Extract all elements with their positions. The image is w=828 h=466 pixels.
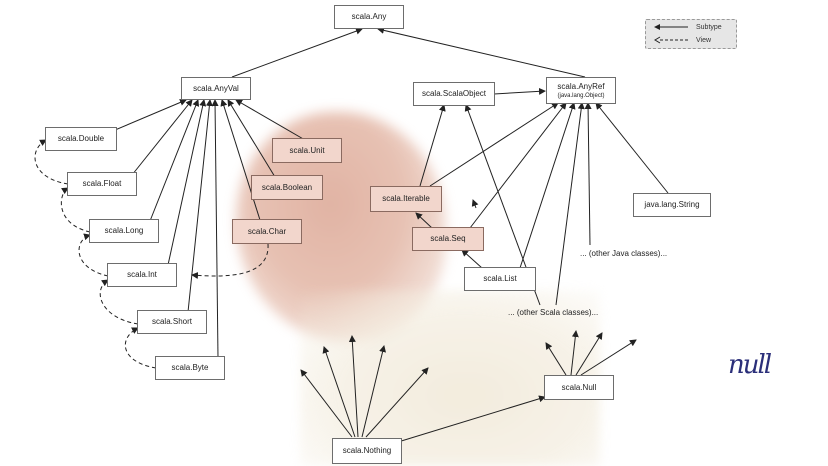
node-scala-unit-label: scala.Unit (289, 145, 325, 155)
node-scala-double-label: scala.Double (57, 134, 105, 143)
node-scala-list-label: scala.List (483, 274, 517, 283)
node-scala-long-label: scala.Long (104, 226, 144, 235)
node-scala-scalaobject[interactable]: scala.ScalaObject (413, 82, 495, 106)
node-scala-char-label: scala.Char (247, 226, 287, 236)
view-long-float (60, 187, 91, 233)
edge-null-4 (580, 339, 637, 376)
edge-list-seq (461, 249, 483, 269)
edge-char-anyval (220, 99, 261, 221)
node-scala-iterable-label: scala.Iterable (382, 194, 430, 203)
node-scala-short-label: scala.Short (151, 317, 193, 326)
legend-subtype-arrow-icon (654, 24, 688, 30)
node-scala-iterable[interactable]: scala.Iterable (370, 186, 442, 212)
view-byte-short (124, 327, 157, 369)
edge-null-2 (570, 330, 579, 376)
label-other-scala-classes: ... (other Scala classes)... (508, 308, 599, 317)
node-scala-nothing[interactable]: scala.Nothing (332, 438, 402, 464)
edge-nothing-null (397, 395, 546, 443)
node-scala-null[interactable]: scala.Null (544, 375, 614, 400)
edge-list-anyref (519, 102, 576, 269)
legend-view-label: View (696, 36, 712, 44)
node-scala-char[interactable]: scala.Char (232, 219, 302, 244)
view-int-long (78, 233, 109, 277)
view-float-double (34, 139, 69, 185)
node-scala-float-label: scala.Float (82, 179, 122, 188)
edge-nothing-2 (322, 346, 356, 438)
edge-scalaobject-anyref (493, 87, 546, 95)
node-scala-seq[interactable]: scala.Seq (412, 227, 484, 251)
node-scala-any[interactable]: scala.Any (334, 5, 404, 29)
node-java-lang-string-label: java.lang.String (644, 200, 700, 209)
node-scala-anyval[interactable]: scala.AnyVal (181, 77, 251, 100)
edge-long-anyval (149, 99, 200, 222)
node-scala-anyref[interactable]: scala.AnyRef (java.lang.Object) (546, 77, 616, 104)
node-scala-anyval-label: scala.AnyVal (193, 83, 239, 93)
edge-short-anyval (187, 99, 213, 313)
legend: Subtype View (645, 19, 737, 49)
edge-double-anyval (107, 99, 187, 134)
node-scala-nothing-label: scala.Nothing (342, 446, 392, 455)
edge-nothing-4 (361, 345, 386, 438)
legend-subtype: Subtype (654, 23, 722, 31)
legend-view: View (654, 36, 711, 44)
edge-byte-anyval (211, 99, 219, 359)
node-scala-int-label: scala.Int (127, 270, 157, 279)
edge-anyval-any (231, 27, 363, 78)
node-scala-boolean[interactable]: scala.Boolean (251, 175, 323, 200)
node-scala-float[interactable]: scala.Float (67, 172, 137, 196)
node-scala-list[interactable]: scala.List (464, 267, 536, 291)
legend-subtype-label: Subtype (696, 23, 722, 31)
node-scala-byte[interactable]: scala.Byte (155, 356, 225, 380)
edge-anyref-any (377, 26, 586, 78)
node-java-lang-string[interactable]: java.lang.String (633, 193, 711, 217)
node-scala-anyref-sublabel: (java.lang.Object) (557, 92, 605, 99)
node-scala-seq-label: scala.Seq (430, 234, 466, 243)
node-scala-boolean-label: scala.Boolean (261, 182, 313, 192)
edge-boolean-anyval (227, 99, 276, 178)
edge-seq-iterable (415, 212, 433, 229)
edge-nothing-5 (365, 367, 429, 438)
view-char-int (191, 243, 269, 279)
edge-seq-cursor (471, 199, 479, 209)
node-scala-long[interactable]: scala.Long (89, 219, 159, 243)
legend-view-arrow-icon (654, 36, 688, 44)
edge-otherjava-anyref (584, 102, 592, 246)
edge-float-anyval (131, 99, 193, 176)
view-short-int (99, 279, 139, 325)
node-scala-unit[interactable]: scala.Unit (272, 138, 342, 163)
edge-null-1 (545, 342, 567, 376)
label-other-java-classes: ... (other Java classes)... (580, 249, 668, 258)
node-scala-any-label: scala.Any (351, 12, 387, 21)
node-scala-byte-label: scala.Byte (171, 363, 209, 372)
node-scala-scalaobject-label: scala.ScalaObject (421, 89, 487, 98)
node-scala-anyref-label: scala.AnyRef (557, 81, 605, 91)
edge-seq-anyref (469, 102, 567, 229)
node-scala-null-label: scala.Null (561, 382, 597, 392)
edge-unit-anyval (235, 99, 306, 141)
node-scala-short[interactable]: scala.Short (137, 310, 207, 334)
edge-nothing-3 (348, 335, 359, 438)
edge-nothing-1 (300, 369, 353, 438)
handwritten-null: null (728, 350, 772, 380)
edge-int-anyval (167, 99, 207, 266)
edge-string-anyref (595, 102, 669, 194)
edge-iterable-scalaobject (419, 104, 446, 187)
edge-iterable-anyref (429, 102, 559, 187)
edge-null-3 (575, 332, 603, 376)
node-scala-double[interactable]: scala.Double (45, 127, 117, 151)
node-scala-int[interactable]: scala.Int (107, 263, 177, 287)
edge-otherscala-anyref (555, 102, 585, 306)
